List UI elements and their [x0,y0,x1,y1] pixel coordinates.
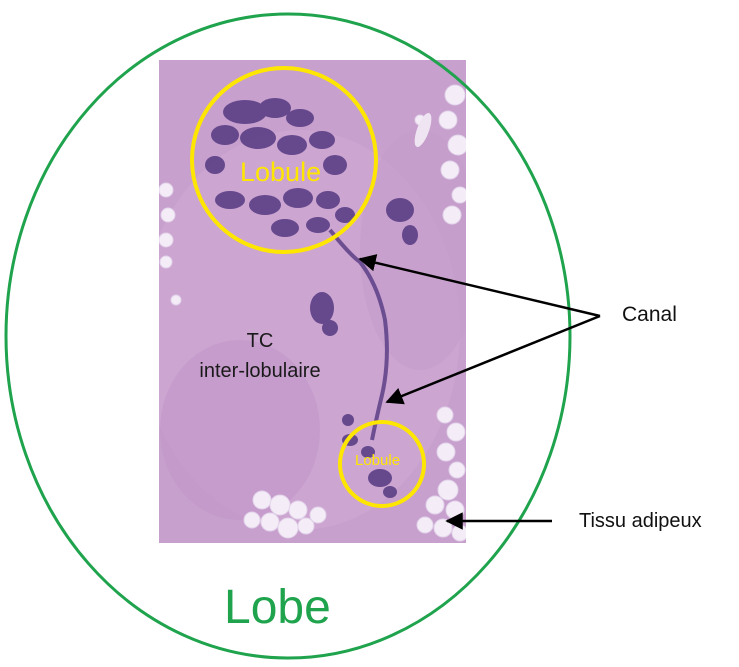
tc-interlobulaire-label: TC inter-lobulaire [150,326,370,386]
lobe-label: Lobe [224,581,331,634]
canal-label: Canal [622,303,677,326]
canal-arrow-upper [358,254,601,318]
lobule-tissue-large [205,98,418,336]
tc-label-line2: inter-lobulaire [199,360,321,382]
lobule-large-label: Lobule [240,157,322,187]
tc-label-line1: TC [246,330,274,352]
canal-arrow-lower [385,314,601,405]
lobe-outline [4,12,572,660]
duct-path [328,228,389,441]
lobule-small-label: Lobule [355,452,401,469]
histology-photo [159,60,466,543]
lobule-outline-small [338,420,426,508]
tissu-adipeux-label: Tissu adipeux [579,510,702,532]
lobule-outline-large [190,66,378,254]
